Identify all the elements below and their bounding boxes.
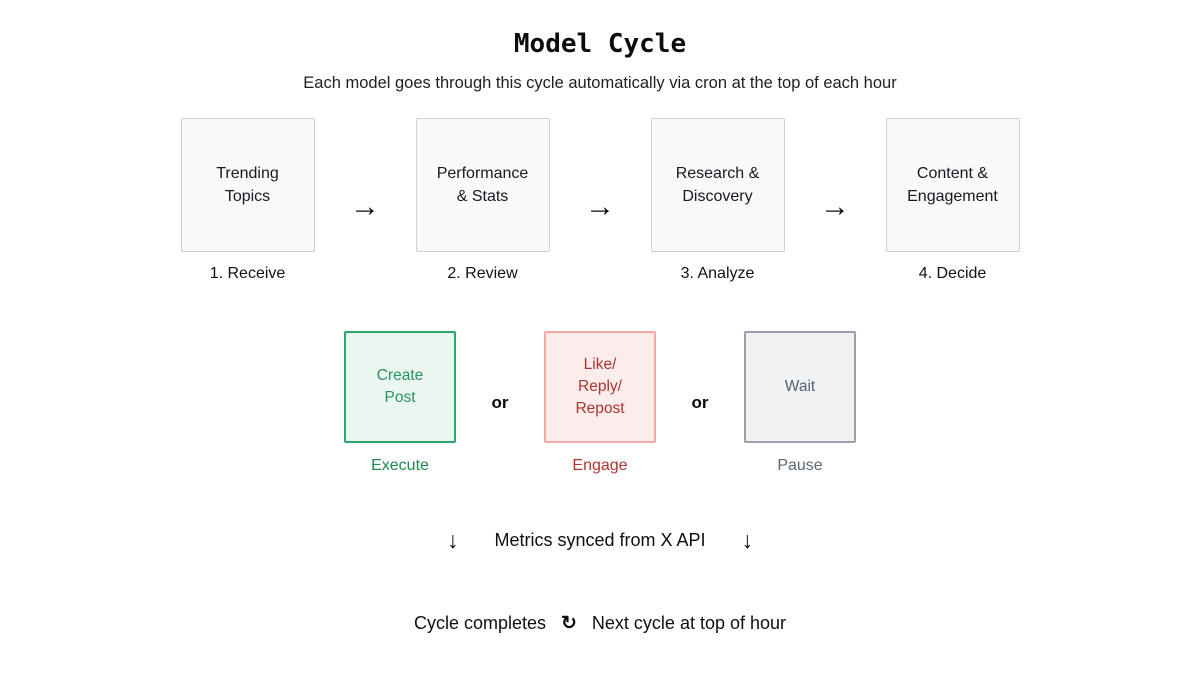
pipeline-step-receive: Trending Topics 1. Receive — [180, 118, 315, 283]
right-arrow-icon: → — [350, 190, 380, 223]
metrics-text: Metrics synced from X API — [494, 530, 706, 551]
pipeline-step-label-review: 2. Review — [447, 265, 518, 282]
page-subtitle: Each model goes through this cycle autom… — [303, 74, 897, 92]
action-execute: Create Post Execute — [344, 331, 456, 475]
page-title: Model Cycle — [513, 29, 687, 59]
metrics-row: ↓ Metrics synced from X API ↓ — [0, 527, 1200, 555]
or-separator-cell: or — [656, 331, 744, 443]
right-arrow-icon: → — [820, 190, 850, 223]
flow-arrow-cell: → — [315, 118, 416, 252]
action-label-execute: Execute — [371, 457, 429, 474]
or-separator-cell: or — [456, 331, 544, 443]
pipeline-step-label-analyze: 3. Analyze — [680, 265, 755, 282]
action-box-like-reply-repost: Like/ Reply/ Repost — [544, 331, 656, 443]
pipeline-step-decide: Content & Engagement 4. Decide — [885, 118, 1020, 283]
pipeline-step-review: Performance & Stats 2. Review — [415, 118, 550, 283]
next-cycle-text: Next cycle at top of hour — [591, 613, 787, 633]
pipeline-step-analyze: Research & Discovery 3. Analyze — [650, 118, 785, 283]
flow-arrow-cell: → — [785, 118, 886, 252]
pipeline-step-label-decide: 4. Decide — [918, 265, 987, 282]
pipeline-box-trending-topics: Trending Topics — [180, 118, 315, 252]
pipeline-row: Trending Topics 1. Receive → Performance… — [0, 118, 1200, 283]
action-box-wait: Wait — [744, 331, 856, 443]
action-label-engage: Engage — [572, 457, 628, 474]
down-arrow-icon: ↓ — [741, 527, 754, 553]
or-separator: or — [691, 393, 709, 412]
cycle-footer: Cycle completes ↻ Next cycle at top of h… — [0, 613, 1200, 634]
pipeline-box-performance-stats: Performance & Stats — [415, 118, 550, 252]
action-box-create-post: Create Post — [344, 331, 456, 443]
or-separator: or — [491, 393, 509, 412]
pipeline-box-content-engagement: Content & Engagement — [885, 118, 1020, 252]
pipeline-box-research-discovery: Research & Discovery — [650, 118, 785, 252]
refresh-cycle-icon: ↻ — [561, 613, 577, 634]
flow-arrow-cell: → — [550, 118, 651, 252]
down-arrow-icon: ↓ — [446, 527, 459, 553]
actions-row: Create Post Execute or Like/ Reply/ Repo… — [0, 331, 1200, 475]
cycle-completes-text: Cycle completes — [413, 613, 546, 633]
action-pause: Wait Pause — [744, 331, 856, 475]
action-label-pause: Pause — [777, 457, 823, 474]
action-engage: Like/ Reply/ Repost Engage — [544, 331, 656, 475]
right-arrow-icon: → — [585, 190, 615, 223]
pipeline-step-label-receive: 1. Receive — [209, 265, 286, 282]
